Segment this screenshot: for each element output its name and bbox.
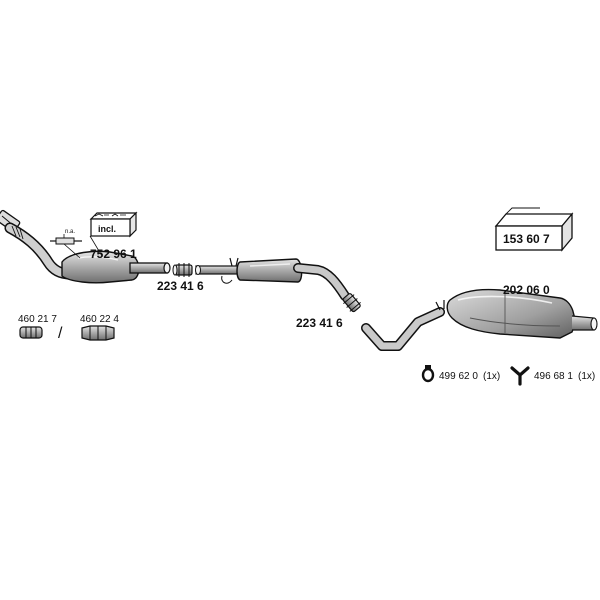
- clamp-a-part-number: 223 41 6: [157, 279, 204, 293]
- seal-b-part-number: 460 22 4: [80, 314, 119, 325]
- y-hanger-part-number: 496 68 1: [534, 371, 573, 382]
- oxygen-sensor-icon: [50, 237, 82, 245]
- ring-hanger-part-number: 499 62 0: [439, 371, 478, 382]
- y-hanger-quantity: (1x): [578, 371, 595, 382]
- clamp-b-part-number: 223 41 6: [296, 316, 343, 330]
- clamp-b-icon[interactable]: [341, 292, 363, 314]
- seal-separator: /: [58, 325, 63, 342]
- y-hanger-icon[interactable]: [510, 366, 530, 386]
- seal-b-icon[interactable]: [81, 325, 115, 341]
- front-pipe-catalytic-converter[interactable]: [0, 209, 171, 284]
- mounting-kit-part-number: 153 60 7: [503, 232, 550, 246]
- not-available-note: n.a.: [65, 229, 75, 235]
- rear-muffler-assembly[interactable]: [361, 288, 598, 351]
- mounting-kit-box-icon[interactable]: [494, 207, 574, 252]
- included-parts-box-icon: [89, 211, 138, 238]
- seal-a-icon[interactable]: [19, 326, 43, 339]
- front-pipe-part-number: 752 96 1: [90, 247, 137, 261]
- clamp-a-icon[interactable]: [172, 263, 193, 277]
- ring-hanger-quantity: (1x): [483, 371, 500, 382]
- seal-a-part-number: 460 21 7: [18, 314, 57, 325]
- included-badge: incl.: [98, 224, 116, 234]
- middle-pipe-silencer[interactable]: [195, 257, 350, 301]
- muffler-hanger-pins-icon: [435, 300, 445, 311]
- ring-hanger-icon[interactable]: [421, 365, 435, 383]
- rear-muffler-part-number: 202 06 0: [503, 283, 550, 297]
